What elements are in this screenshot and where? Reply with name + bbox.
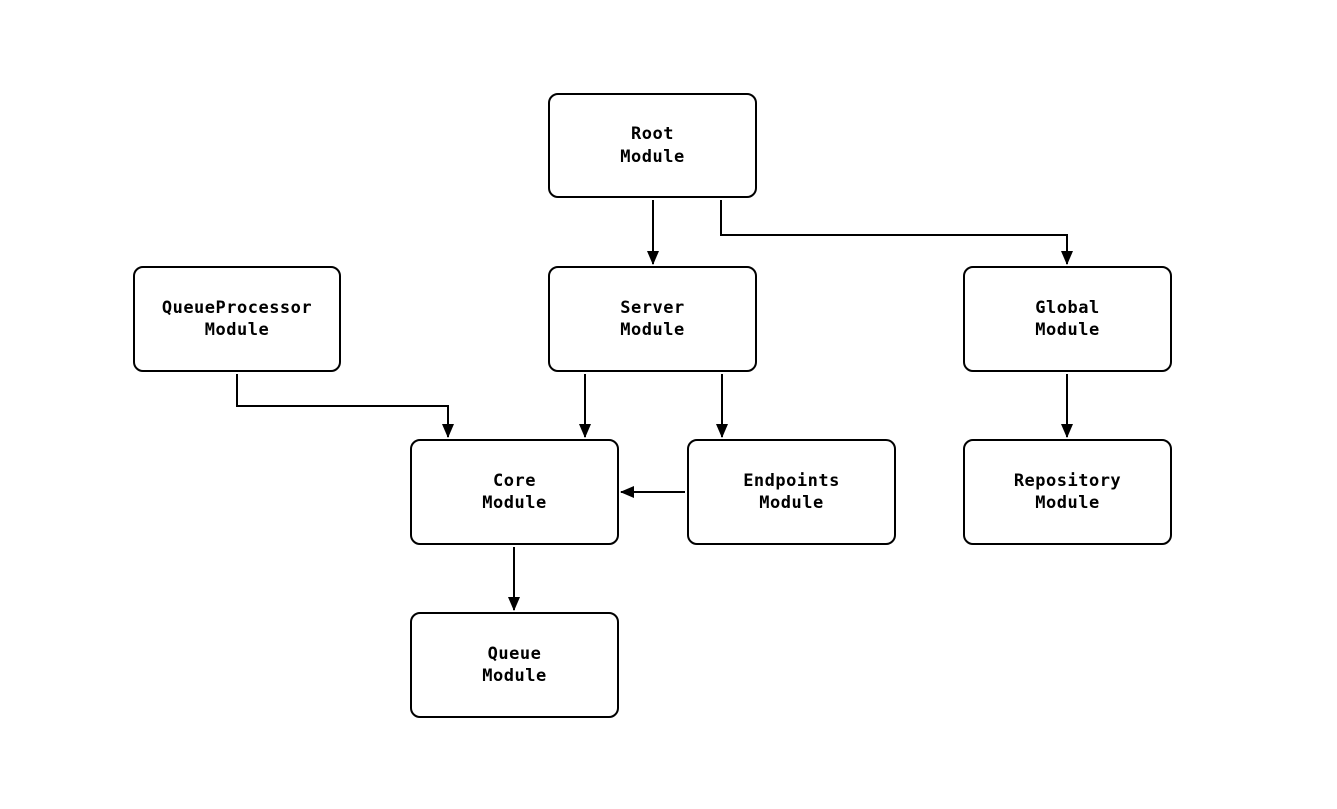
node-endpoints-module: Endpoints Module [687,439,896,545]
node-root-module: Root Module [548,93,757,198]
node-queue-module: Queue Module [410,612,619,718]
node-label-server-module: Server Module [620,297,685,340]
node-global-module: Global Module [963,266,1172,372]
node-label-endpoints-module: Endpoints Module [743,470,840,513]
node-label-core-module: Core Module [482,470,547,513]
node-label-global-module: Global Module [1035,297,1100,340]
node-label-queue-module: Queue Module [482,643,547,686]
node-label-root-module: Root Module [620,124,685,167]
node-core-module: Core Module [410,439,619,545]
node-queueprocessor-module: QueueProcessor Module [133,266,341,372]
node-repository-module: Repository Module [963,439,1172,545]
node-label-queueprocessor-module: QueueProcessor Module [161,297,313,340]
node-label-repository-module: Repository Module [1013,470,1122,513]
node-server-module: Server Module [548,266,757,372]
